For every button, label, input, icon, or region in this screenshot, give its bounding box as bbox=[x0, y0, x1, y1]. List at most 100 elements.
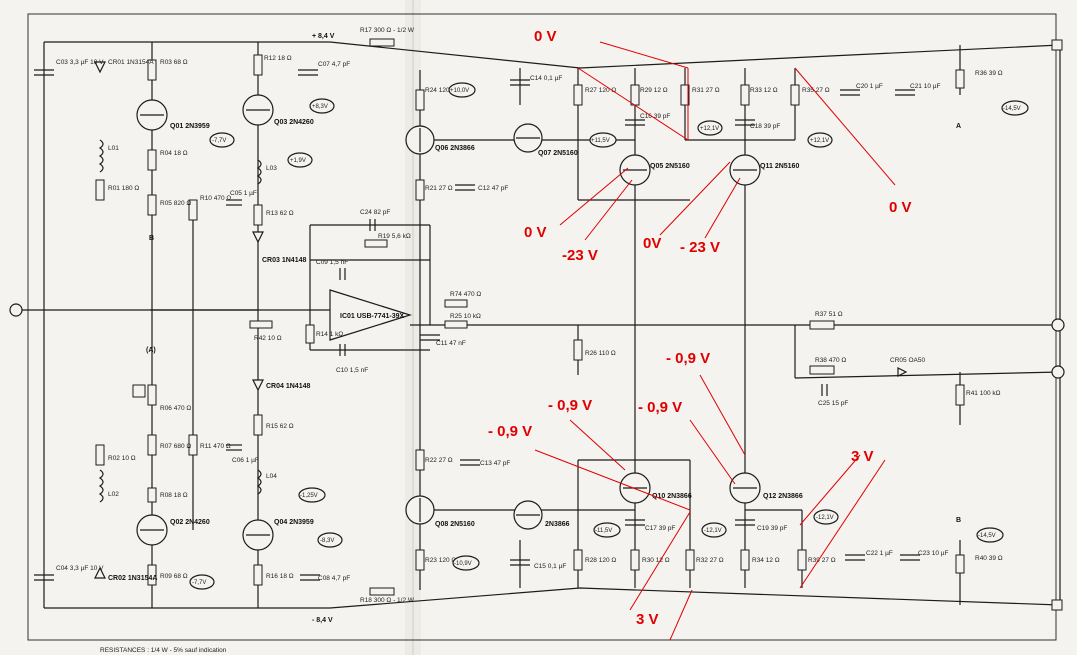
r17-resistor bbox=[369, 38, 395, 47]
c03-label: C03 3,3 µF 10 V bbox=[56, 59, 104, 66]
r25-label: R25 10 kΩ bbox=[450, 313, 481, 320]
q04-label: Q04 2N3959 bbox=[274, 519, 314, 526]
c18-capacitor bbox=[735, 119, 755, 126]
r26-label: R26 110 Ω bbox=[585, 350, 616, 357]
c19-capacitor bbox=[735, 519, 755, 526]
c07-capacitor bbox=[298, 69, 318, 76]
r16-label: R16 18 Ω bbox=[266, 573, 294, 580]
r10-label: R10 470 Ω bbox=[200, 195, 231, 202]
frame-border bbox=[27, 13, 1057, 641]
r01-label: R01 180 Ω bbox=[108, 185, 139, 192]
r38-label: R38 470 Ω bbox=[815, 357, 846, 364]
r12-resistor bbox=[253, 54, 263, 76]
c16-label: C16 39 pF bbox=[640, 113, 670, 120]
c02-feedthrough bbox=[1051, 599, 1063, 611]
r18-label: R18 300 Ω - 1/2 W bbox=[360, 597, 415, 604]
c05-capacitor bbox=[226, 199, 242, 206]
r27-label: R27 120 Ω bbox=[585, 87, 616, 94]
voltage-bubble: +12,1V bbox=[807, 132, 833, 148]
svg-text:+12,1V: +12,1V bbox=[810, 138, 829, 144]
c25-label: C25 15 pF bbox=[818, 400, 848, 407]
q01-label: Q01 2N3959 bbox=[170, 123, 210, 130]
r23-label: R23 120 Ω bbox=[425, 557, 456, 564]
c13-capacitor bbox=[460, 459, 480, 466]
c25-capacitor bbox=[821, 384, 828, 396]
cr04-diode bbox=[252, 379, 264, 392]
r31-label: R31 27 Ω bbox=[692, 87, 720, 94]
r06-resistor bbox=[147, 384, 157, 406]
footer-note: RESISTANCES : 1/4 W - 5% sauf indication bbox=[100, 647, 227, 654]
c16-capacitor bbox=[625, 119, 645, 126]
svg-text:-7,7V: -7,7V bbox=[192, 580, 206, 586]
c20-capacitor bbox=[840, 89, 860, 96]
c24-label: C24 82 pF bbox=[360, 209, 390, 216]
q10-label: Q10 2N3866 bbox=[652, 493, 692, 500]
r36-label: R36 39 Ω bbox=[975, 70, 1003, 77]
r25-resistor bbox=[444, 320, 468, 329]
l04-label: L04 bbox=[266, 473, 277, 480]
r11-label: R11 470 Ω bbox=[200, 443, 231, 450]
r41-resistor bbox=[955, 384, 965, 406]
c22-label: C22 1 µF bbox=[866, 550, 893, 557]
l03-label: L03 bbox=[266, 165, 277, 172]
r24-label: R24 120 Ω bbox=[425, 87, 456, 94]
c19-label: C19 39 pF bbox=[757, 525, 787, 532]
q06-transistor bbox=[405, 125, 435, 155]
q02b-transistor bbox=[513, 500, 543, 530]
r36-resistor bbox=[955, 69, 965, 89]
r12-label: R12 18 Ω bbox=[264, 55, 292, 62]
r30-label: R30 12 Ω bbox=[642, 557, 670, 564]
cr03-diode bbox=[252, 231, 264, 244]
svg-text:-14,5V: -14,5V bbox=[1003, 106, 1021, 112]
voltage-bubble: +1,9V bbox=[287, 152, 313, 168]
annotation-top-rail: 0 V bbox=[534, 28, 557, 45]
q02b-label: 2N3866 bbox=[545, 521, 570, 528]
voltage-bubble: -10,9V bbox=[452, 555, 480, 571]
c24-capacitor bbox=[369, 219, 376, 231]
r15-label: R15 62 Ω bbox=[266, 423, 294, 430]
r41-label: R41 100 kΩ bbox=[966, 390, 1001, 397]
c14-capacitor bbox=[510, 79, 530, 86]
r19-label: R19 5,6 kΩ bbox=[378, 233, 411, 240]
j2-output-connector bbox=[1051, 318, 1065, 332]
r33-label: R33 12 Ω bbox=[750, 87, 778, 94]
c03-capacitor bbox=[34, 69, 54, 76]
annotation-q10-emitter: - 0,9 V bbox=[488, 423, 532, 440]
c06-capacitor bbox=[226, 444, 242, 451]
voltage-bubble: +11,5V bbox=[589, 132, 617, 148]
svg-text:-11,5V: -11,5V bbox=[595, 528, 612, 534]
c17-capacitor bbox=[625, 519, 645, 526]
r38-resistor bbox=[809, 365, 835, 375]
voltage-bubble: -1,25V bbox=[298, 487, 326, 503]
l02-label: L02 bbox=[108, 491, 119, 498]
c09-capacitor bbox=[339, 268, 346, 280]
r40-resistor bbox=[955, 554, 965, 574]
r15-resistor bbox=[253, 414, 263, 436]
r06-trimmer bbox=[132, 384, 146, 398]
l04-inductor bbox=[256, 469, 262, 495]
q12-label: Q12 2N3866 bbox=[763, 493, 803, 500]
r24-resistor bbox=[415, 89, 425, 111]
r74-resistor bbox=[444, 299, 468, 308]
q11-label: Q11 2N5160 bbox=[760, 163, 799, 170]
r13-label: R13 62 Ω bbox=[266, 210, 294, 217]
voltage-bubble: -7,7V bbox=[189, 574, 215, 590]
q02-transistor bbox=[136, 514, 168, 546]
annotation-leaders bbox=[534, 41, 896, 641]
svg-text:+11,5V: +11,5V bbox=[591, 138, 610, 144]
r06-label: R06 470 Ω bbox=[160, 405, 191, 412]
c18-label: C18 39 pF bbox=[750, 123, 780, 130]
r29-resistor bbox=[630, 84, 640, 106]
voltage-bubble: -8,3V bbox=[317, 532, 343, 548]
svg-text:-8,3V: -8,3V bbox=[320, 538, 334, 544]
r04-label: R04 18 Ω bbox=[160, 150, 188, 157]
r11-resistor bbox=[188, 434, 198, 456]
voltage-bubble: -12,1V bbox=[701, 522, 727, 538]
marker-b-right: B bbox=[956, 517, 961, 524]
r18-resistor bbox=[369, 587, 395, 596]
r03-resistor bbox=[147, 59, 157, 81]
l01-label: L01 bbox=[108, 145, 119, 152]
r42-resistor bbox=[249, 320, 273, 329]
r31-resistor bbox=[680, 84, 690, 106]
